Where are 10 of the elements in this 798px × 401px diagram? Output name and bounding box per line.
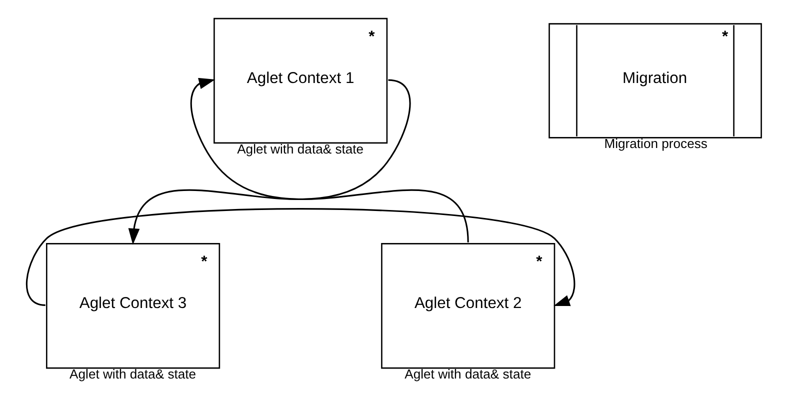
arrow (128, 79, 411, 245)
arrow (190, 78, 469, 242)
node-box: * Aglet Context 1 (214, 18, 388, 144)
node-label: Aglet with data& state (70, 366, 196, 382)
node-box: * Aglet Context 2 (381, 243, 556, 369)
node-box: * Aglet Context 3 (46, 243, 220, 369)
node-label: Aglet with data& state (237, 141, 364, 156)
node-label: Migration process (604, 136, 708, 152)
arrow (26, 208, 576, 306)
node-label: Aglet with data& state (404, 366, 532, 382)
